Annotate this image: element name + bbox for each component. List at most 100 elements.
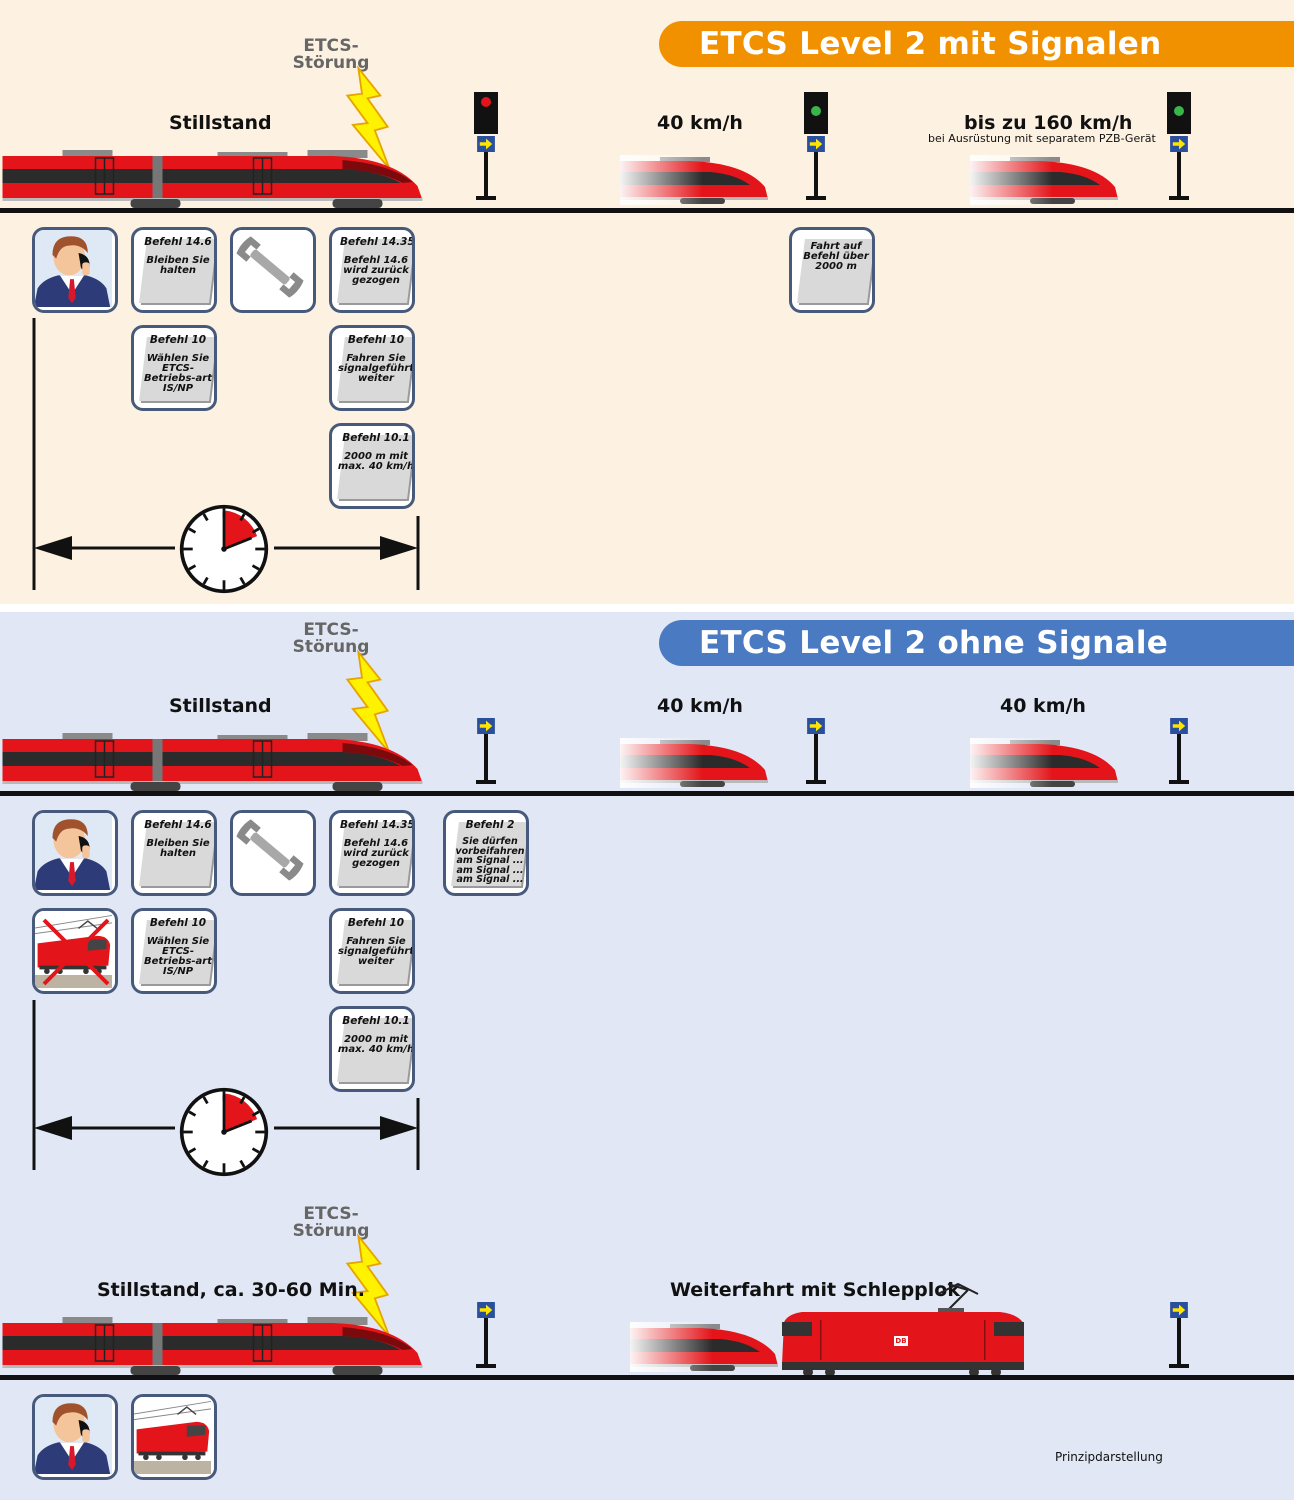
- fault-label: ETCS- Störung: [292, 1206, 370, 1240]
- fault-line2: Störung: [292, 53, 370, 73]
- card-order-14-6: Befehl 14.6 Bleiben Sie halten: [131, 227, 217, 313]
- fault-line2: Störung: [292, 637, 370, 657]
- label-standstill: Stillstand: [169, 695, 272, 717]
- order-heading: Befehl 14.35: [340, 236, 415, 248]
- fault-label: ETCS- Störung: [292, 38, 370, 72]
- eta-board-icon: [1170, 136, 1188, 152]
- card-order-10-signal: Befehl 10 Fahren Sie signalgeführt weite…: [329, 325, 415, 411]
- card-order-10-signal: Befehl 10 Fahren Sie signalgeführt weite…: [329, 908, 415, 994]
- train-moving-right: [970, 155, 1120, 205]
- card-order-10-mode: Befehl 10 Wählen Sie ETCS-Betriebs-art I…: [131, 908, 217, 994]
- order-heading: Befehl 14.6: [144, 819, 212, 831]
- eta-board-icon: [807, 136, 825, 152]
- order-body: 2000 m mit max. 40 km/h: [337, 451, 415, 472]
- section-divider: [0, 604, 1294, 612]
- locomotive-icon: [134, 1397, 214, 1477]
- card-no-locomotive: [32, 908, 118, 994]
- order-body: Fahren Sie signalgeführt weiter: [337, 936, 415, 967]
- order-heading: Befehl 14.35: [340, 819, 415, 831]
- card-tow-locomotive: [131, 1394, 217, 1480]
- label-standstill: Stillstand: [169, 112, 272, 134]
- signal-lamp-red: [481, 97, 491, 107]
- etcs-marker-board: [1165, 1302, 1193, 1370]
- card-dispatcher-call: [32, 227, 118, 313]
- etcs-marker-board: [802, 718, 830, 786]
- order-heading: Befehl 10: [149, 334, 207, 346]
- signal-lamp-green: [1174, 106, 1184, 116]
- card-order-10-1: Befehl 10.1 2000 m mit max. 40 km/h: [329, 1006, 415, 1092]
- no-locomotive-icon: [35, 911, 115, 991]
- train-moving-mid: [620, 155, 770, 205]
- order-body: Wählen Sie ETCS-Betriebs-art IS/NP: [143, 936, 213, 977]
- track-line: [0, 1375, 1294, 1380]
- label-speed-right-note: bei Ausrüstung mit separatem PZB-Gerät: [928, 132, 1156, 145]
- card-order-10-mode: Befehl 10 Wählen Sie ETCS-Betriebs-art I…: [131, 325, 217, 411]
- label-standstill-duration: Stillstand, ca. 30-60 Min.: [97, 1279, 365, 1301]
- order-heading: Befehl 14.6: [144, 236, 212, 248]
- track-line: [0, 208, 1294, 213]
- order-body: Bleiben Sie halten: [146, 838, 210, 859]
- train-moving-mid: [620, 738, 770, 788]
- train-stopped: [0, 150, 425, 210]
- signal-green: [802, 92, 830, 202]
- order-body: Befehl 14.6 wird zurück gezogen: [343, 255, 409, 286]
- fault-line2: Störung: [292, 1221, 370, 1241]
- card-run-on-order: Fahrt auf Befehl über 2000 m: [789, 227, 875, 313]
- train-stopped: [0, 733, 425, 793]
- train-moving-right: [970, 738, 1120, 788]
- signal-red: [472, 92, 500, 202]
- banner-without-signals: ETCS Level 2 ohne Signale: [659, 620, 1294, 666]
- card-dispatcher-call: [32, 810, 118, 896]
- label-speed-right: 40 km/h: [1000, 695, 1086, 717]
- label-speed-mid: 40 km/h: [657, 695, 743, 717]
- card-repair: [230, 810, 316, 896]
- banner-with-signals: ETCS Level 2 mit Signalen: [659, 21, 1294, 67]
- order-body: Befehl 14.6 wird zurück gezogen: [343, 838, 409, 869]
- card-order-2: Befehl 2 Sie dürfen vorbeifahren am Sign…: [443, 810, 529, 896]
- train-towed: [630, 1322, 780, 1372]
- fault-line1: ETCS-: [303, 620, 359, 640]
- order-heading: Befehl 10: [347, 917, 405, 929]
- duration-arrow: [32, 1000, 420, 1170]
- fault-line1: ETCS-: [303, 36, 359, 56]
- dispatcher-phone-icon: [35, 1397, 115, 1477]
- stopwatch-icon: [178, 503, 270, 595]
- order-body: Fahrt auf Befehl über 2000 m: [803, 241, 869, 272]
- dispatcher-phone-icon: [35, 813, 115, 893]
- card-dispatcher-call: [32, 1394, 118, 1480]
- order-heading: Befehl 10.1: [342, 432, 410, 444]
- card-order-14-35: Befehl 14.35 Befehl 14.6 wird zurück gez…: [329, 227, 415, 313]
- db-logo: DB: [894, 1336, 908, 1346]
- section-without-signals: ETCS Level 2 ohne Signale ETCS- Störung …: [0, 612, 1294, 1500]
- wrench-icon: [233, 230, 313, 310]
- track-line: [0, 791, 1294, 796]
- duration-arrow: [32, 318, 420, 590]
- order-heading: Befehl 10.1: [342, 1015, 410, 1027]
- wrench-icon: [233, 813, 313, 893]
- etcs-marker-board: [472, 1302, 500, 1370]
- order-heading: Befehl 10: [149, 917, 207, 929]
- order-heading: Befehl 10: [347, 334, 405, 346]
- card-order-10-1: Befehl 10.1 2000 m mit max. 40 km/h: [329, 423, 415, 509]
- order-body: Wählen Sie ETCS-Betriebs-art IS/NP: [143, 353, 213, 394]
- order-body: Bleiben Sie halten: [146, 255, 210, 276]
- label-tow: Weiterfahrt mit Schlepplok: [670, 1279, 960, 1301]
- signal-lamp-green: [811, 106, 821, 116]
- fault-label: ETCS- Störung: [292, 622, 370, 656]
- fault-line1: ETCS-: [303, 1204, 359, 1224]
- label-speed-right: bis zu 160 km/h: [964, 112, 1133, 134]
- order-body: Sie dürfen vorbeifahren am Signal ... am…: [455, 836, 525, 885]
- etcs-marker-board: [1165, 718, 1193, 786]
- card-order-14-6: Befehl 14.6 Bleiben Sie halten: [131, 810, 217, 896]
- locomotive-icon: [782, 1282, 1024, 1377]
- order-heading: Befehl 2: [465, 819, 515, 831]
- signal-green: [1165, 92, 1193, 202]
- dispatcher-phone-icon: [35, 230, 115, 310]
- order-body: 2000 m mit max. 40 km/h: [337, 1034, 415, 1055]
- eta-board-icon: [477, 136, 495, 152]
- card-repair: [230, 227, 316, 313]
- order-body: Fahren Sie signalgeführt weiter: [337, 353, 415, 384]
- stopwatch-icon: [178, 1086, 270, 1178]
- train-stopped: [0, 1317, 425, 1377]
- card-order-14-35: Befehl 14.35 Befehl 14.6 wird zurück gez…: [329, 810, 415, 896]
